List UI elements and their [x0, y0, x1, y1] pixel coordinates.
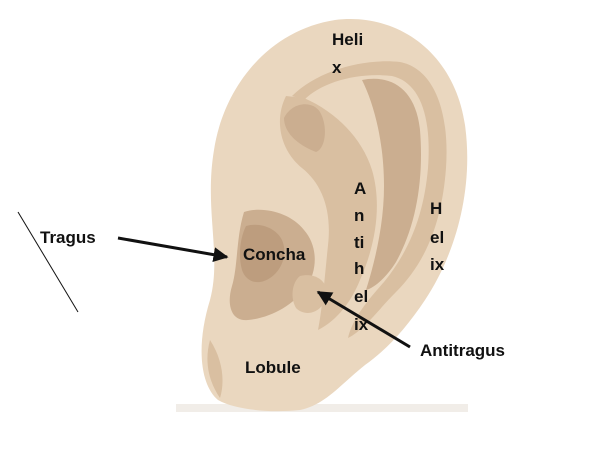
diagonal-line [17, 211, 79, 313]
antitragus-label: Antitragus [420, 341, 505, 360]
lobule-fold [207, 340, 223, 398]
tragus-label: Tragus [40, 228, 96, 247]
antihelix-label: A n ti h el ix [354, 179, 373, 334]
ear-canal [239, 224, 285, 283]
triangular-fossa [284, 104, 325, 152]
helix-rim [292, 61, 447, 339]
lobule-label: Lobule [245, 358, 301, 377]
scapha [362, 78, 421, 290]
helix-side-label: H el ix [430, 199, 449, 274]
concha-label: Concha [243, 245, 306, 264]
tragus-arrow [117, 236, 229, 263]
antitragus-arrow [316, 290, 411, 349]
image-bottom-strip [176, 404, 468, 412]
antihelix-region [279, 96, 377, 330]
helix-top-label: Heli x [332, 30, 368, 77]
